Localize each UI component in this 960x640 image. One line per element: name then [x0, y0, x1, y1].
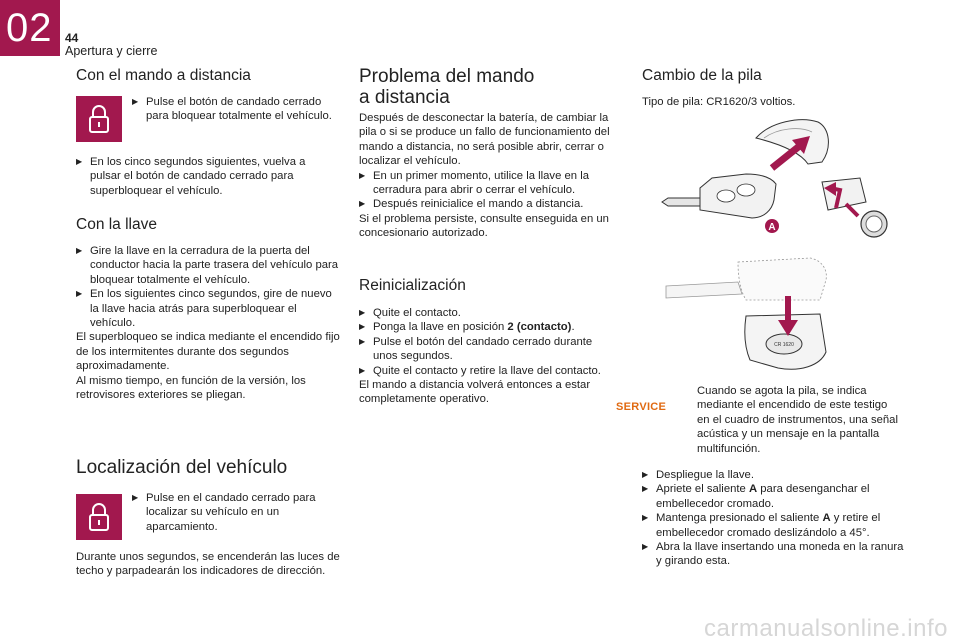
arrow-bullet-icon: ▶: [642, 542, 649, 552]
watermark: carmanualsonline.info: [704, 614, 948, 640]
locate-step-1: ▶Pulse en el candado cerrado para locali…: [132, 492, 316, 533]
chapter-tab: 02: [0, 0, 60, 56]
battery-steps: ▶Despliegue la llave. ▶Apriete el salien…: [642, 469, 904, 568]
locate-paragraph: Durante unos segundos, se encenderán las…: [76, 551, 340, 578]
arrow-bullet-icon: ▶: [642, 484, 649, 494]
page-number: 44: [65, 31, 79, 45]
chapter-number: 02: [6, 6, 53, 50]
arrow-bullet-icon: ▶: [359, 199, 366, 209]
problem-text: Después de desconectar la batería, de ca…: [359, 112, 610, 240]
battery-type: Tipo de pila: CR1620/3 voltios.: [642, 96, 796, 108]
key-text: ▶Gire la llave en la cerradura de la pue…: [76, 245, 340, 402]
arrow-bullet-icon: ▶: [359, 365, 366, 375]
key-cover-illustration: A: [661, 119, 888, 238]
lock-button-icon: [76, 96, 122, 142]
service-paragraph: Cuando se agota la pila, se indica media…: [697, 385, 898, 455]
arrow-bullet-icon: ▶: [642, 470, 649, 479]
heading-battery: Cambio de la pila: [642, 67, 762, 84]
arrow-bullet-icon: ▶: [132, 97, 139, 106]
arrow-bullet-icon: ▶: [359, 336, 366, 346]
battery-slot-illustration: CR 1620: [665, 257, 827, 370]
remote-step-1: ▶Pulse el botón de candado cerrado para …: [132, 96, 332, 123]
heading-reset: Reinicialización: [359, 277, 466, 294]
arrow-bullet-icon: ▶: [642, 513, 649, 523]
svg-text:CR 1620: CR 1620: [774, 342, 794, 348]
arrow-bullet-icon: ▶: [132, 493, 139, 502]
arrow-bullet-icon: ▶: [76, 157, 83, 166]
arrow-bullet-icon: ▶: [359, 170, 366, 180]
lock-button-icon: [76, 494, 122, 540]
heading-locate: Localización del vehículo: [76, 457, 288, 478]
heading-problem: Problema del mando a distancia: [359, 66, 535, 108]
arrow-bullet-icon: ▶: [359, 308, 366, 317]
arrow-bullet-icon: ▶: [76, 246, 83, 255]
heading-remote: Con el mando a distancia: [76, 67, 251, 84]
section-title: Apertura y cierre: [65, 44, 158, 58]
reset-text: ▶Quite el contacto. ▶Ponga la llave en p…: [359, 307, 601, 406]
service-warning-icon: SERVICE: [616, 401, 667, 413]
svg-text:A: A: [768, 222, 775, 233]
heading-key: Con la llave: [76, 216, 157, 233]
remote-step-2: ▶En los cinco segundos siguientes, vuelv…: [76, 156, 306, 197]
arrow-bullet-icon: ▶: [76, 289, 83, 299]
padlock-closed-icon: [89, 105, 109, 133]
label-a-badge: [765, 219, 779, 233]
arrow-bullet-icon: ▶: [359, 322, 366, 332]
padlock-closed-icon: [89, 503, 109, 531]
